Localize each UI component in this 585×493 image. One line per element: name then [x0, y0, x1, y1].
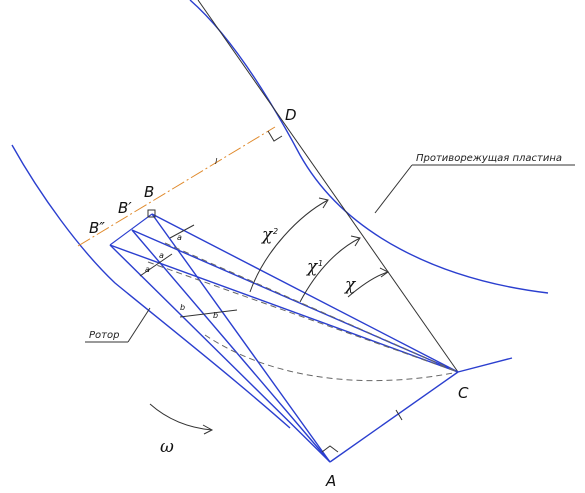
counter-plate-curve: [189, 0, 549, 294]
callout-rotor-leader: [127, 307, 151, 343]
label-b-right: b: [213, 311, 218, 320]
callout-rotor-text: Ротор: [89, 330, 119, 341]
label-A: A: [325, 472, 336, 490]
label-chi2: χ: [261, 225, 274, 245]
label-B-prime: B′: [118, 199, 132, 217]
omega-symbol: ω: [160, 437, 174, 457]
line-C-ext: [457, 357, 513, 373]
arrow-chi: [379, 267, 389, 278]
arrow-chi1: [350, 235, 361, 247]
label-D: D: [285, 106, 297, 124]
line-B-A: [151, 213, 331, 463]
rotation-arrowhead: [202, 424, 214, 435]
arc-chi: [347, 271, 389, 298]
dashed-line-1: [164, 242, 459, 373]
right-angle-D: [267, 130, 283, 142]
right-angle-A: [321, 445, 339, 453]
line-A-C: [329, 371, 459, 463]
label-a-mid1: a: [159, 251, 164, 260]
label-b-left: b: [180, 303, 185, 312]
label-l: l: [215, 157, 218, 166]
line-Bdd-C: [109, 244, 459, 373]
label-a-top: a: [177, 233, 182, 242]
dashed-arc: [204, 334, 459, 382]
line-Bdd-A: [109, 244, 331, 463]
dimension-l-line: [77, 126, 276, 247]
arrow-chi2: [318, 197, 329, 209]
label-B: B: [144, 183, 154, 201]
dim-a-mid: [139, 253, 173, 277]
label-chi2-sub: 2: [273, 227, 278, 236]
line-D-C: [197, 0, 459, 373]
dashed-line-2: [147, 261, 459, 373]
tick-AC: [395, 409, 403, 421]
label-chi1: χ: [306, 257, 319, 277]
right-angle-B: [147, 209, 156, 218]
label-B-double-prime: B″: [89, 219, 105, 237]
rotation-arrow: [149, 403, 213, 431]
dim-b: [179, 309, 238, 318]
label-chi: χ: [344, 275, 357, 295]
line-Bp-A: [131, 229, 331, 463]
callout-plate-text: Противорежущая пластина: [416, 153, 562, 164]
label-a-mid2: a: [145, 265, 150, 274]
rotor-curve: [11, 144, 291, 429]
callout-plate-leader: [374, 164, 413, 214]
arc-chi1: [299, 237, 361, 303]
label-chi1-sub: 1: [318, 259, 323, 268]
dim-a-top: [169, 224, 195, 239]
arc-chi2: [249, 199, 329, 293]
label-C: C: [458, 384, 469, 402]
line-Bp-C: [131, 229, 459, 373]
edge-Bdd-B: [109, 213, 153, 246]
